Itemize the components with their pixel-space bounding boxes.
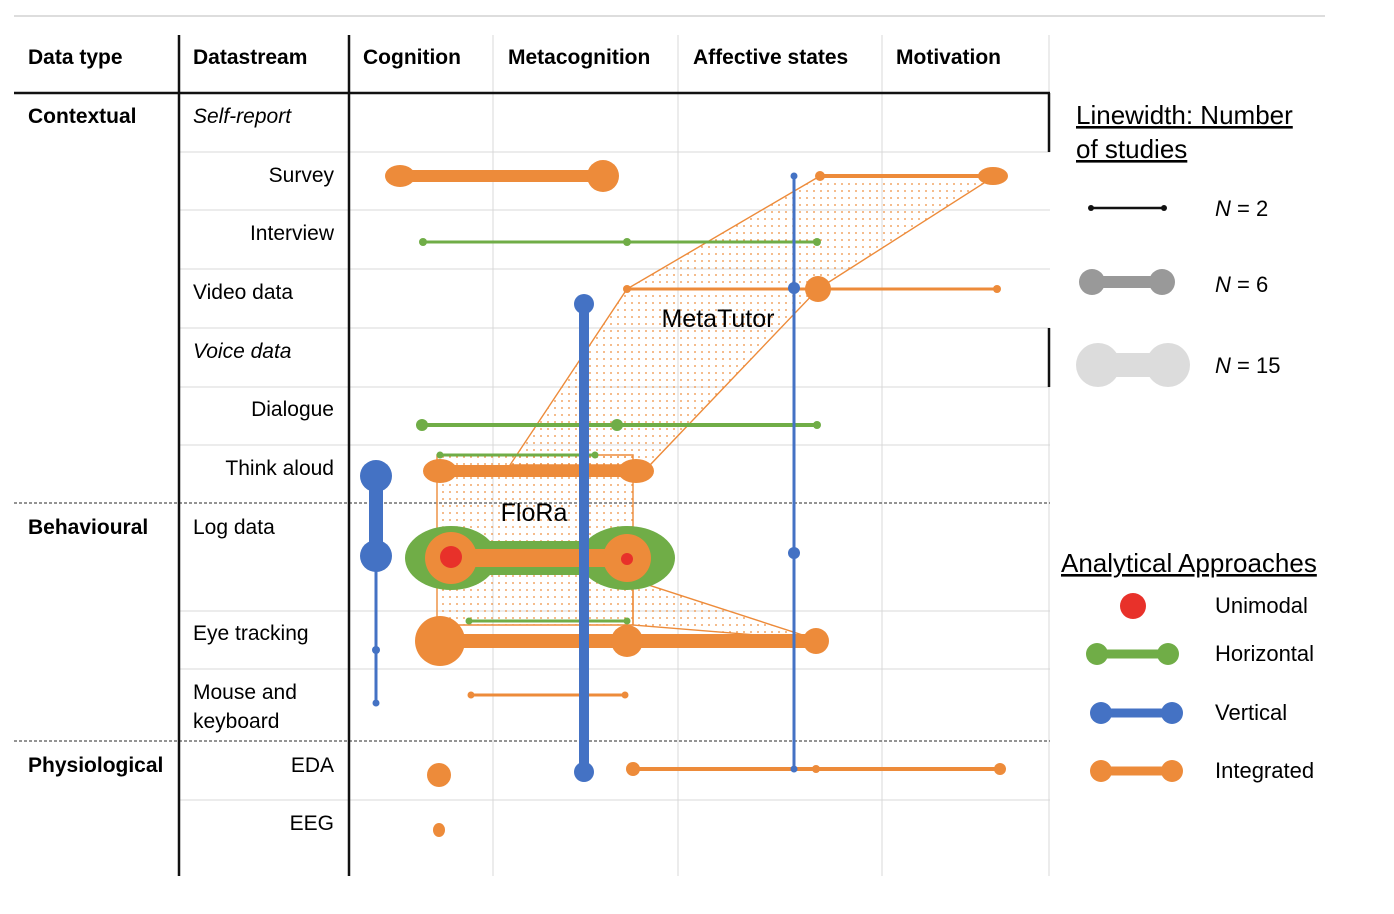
- table-frame: [14, 35, 1051, 876]
- datastream-mouse-keyboard-line2: keyboard: [193, 710, 279, 733]
- legend-horizontal-swatch: [1086, 643, 1179, 665]
- datastream-eeg: EEG: [290, 812, 334, 835]
- vertical-connections: [360, 172, 800, 782]
- header-datastream: Datastream: [193, 46, 307, 69]
- datastream-interview: Interview: [250, 222, 335, 245]
- legend-n6-sample: [1079, 269, 1175, 295]
- flora-extension-region: [632, 579, 819, 641]
- legend-integrated-swatch: [1090, 760, 1183, 782]
- header-affective-states: Affective states: [693, 46, 848, 69]
- legend-unimodal-swatch: [1120, 593, 1146, 619]
- datastream-mouse-keyboard-line1: Mouse and: [193, 681, 297, 704]
- legend-vertical-swatch: [1090, 702, 1183, 724]
- datastream-survey: Survey: [269, 164, 335, 187]
- data-type-physiological: Physiological: [28, 754, 163, 777]
- legend-n15-sample: [1076, 343, 1190, 387]
- datastream-self-report: Self-report: [193, 105, 292, 128]
- legend-unimodal-label: Unimodal: [1215, 593, 1308, 618]
- legend-n6-label: N = 6: [1215, 272, 1268, 297]
- metatutor-label: MetaTutor: [661, 305, 774, 333]
- legend-n2-sample: [1088, 205, 1167, 211]
- data-type-behavioural: Behavioural: [28, 516, 148, 539]
- datastream-video-data: Video data: [193, 281, 293, 304]
- datastream-think-aloud: Think aloud: [225, 457, 334, 480]
- legend-n2-label: N = 2: [1215, 196, 1268, 221]
- datastream-dialogue: Dialogue: [251, 398, 334, 421]
- legend-linewidth-title-line1: Linewidth: Number: [1076, 100, 1293, 130]
- header-metacognition: Metacognition: [508, 46, 650, 69]
- header-data-type: Data type: [28, 46, 123, 69]
- legend-vertical-label: Vertical: [1215, 700, 1287, 725]
- legend-linewidth-title-line2: of studies: [1076, 134, 1187, 164]
- datastream-log-data: Log data: [193, 516, 275, 539]
- legend-horizontal-label: Horizontal: [1215, 641, 1314, 666]
- header-motivation: Motivation: [896, 46, 1001, 69]
- legend-approaches-title: Analytical Approaches: [1061, 548, 1317, 578]
- datastream-voice-data: Voice data: [193, 340, 291, 363]
- legend-n15-label: N = 15: [1215, 353, 1280, 378]
- data-type-contextual: Contextual: [28, 105, 137, 128]
- legend-integrated-label: Integrated: [1215, 758, 1314, 783]
- header-cognition: Cognition: [363, 46, 461, 69]
- unimodal-markers: [440, 546, 633, 568]
- datastream-eye-tracking: Eye tracking: [193, 622, 309, 645]
- datastream-eda: EDA: [291, 754, 334, 777]
- flora-label: FloRa: [501, 499, 568, 527]
